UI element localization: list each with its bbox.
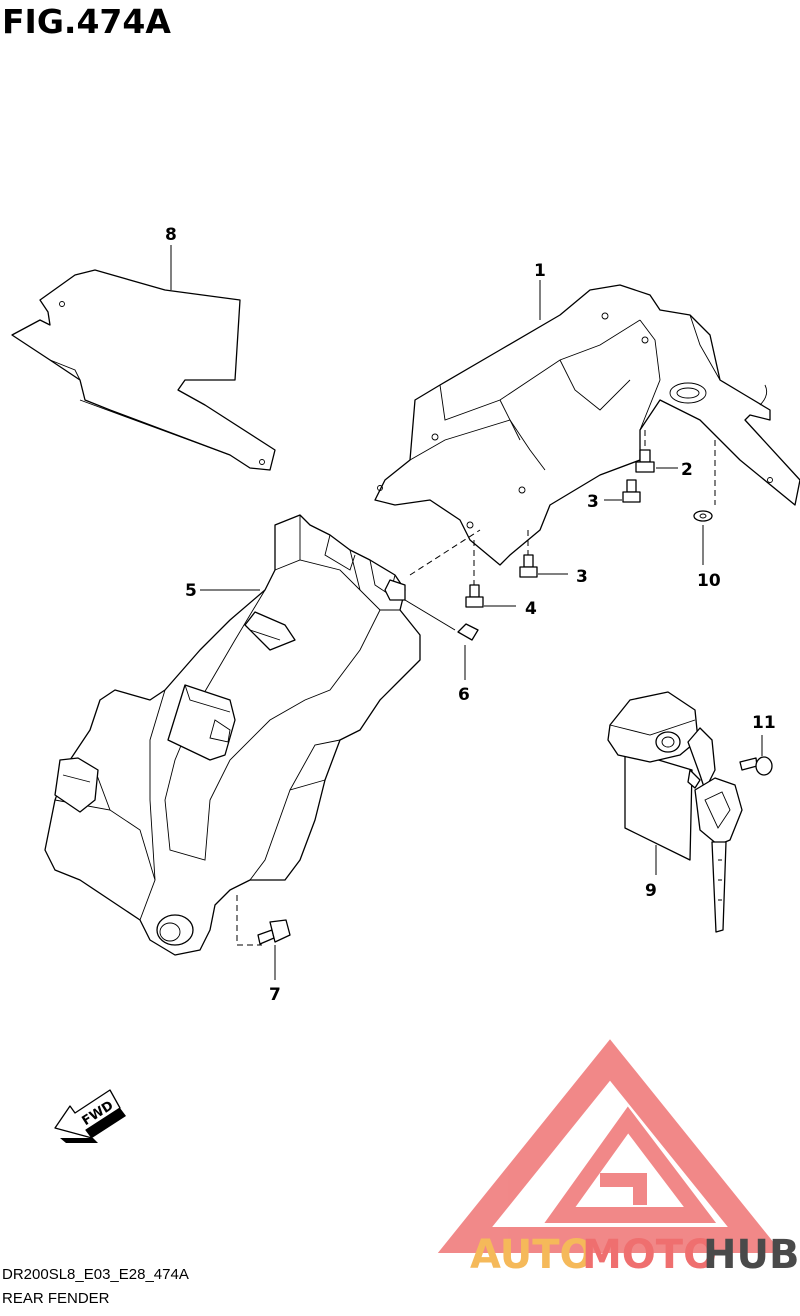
callout-8: 8: [165, 225, 177, 245]
watermark-wordmark: AUTO MOTO HUB: [470, 1232, 799, 1278]
part-1-fender-frame: [374, 280, 800, 566]
part-2-bolt: [635, 430, 678, 473]
key-icon: [687, 727, 743, 933]
callout-3-upper: 3: [587, 492, 599, 512]
figure-title: FIG.474A: [2, 2, 171, 41]
callout-5: 5: [185, 581, 197, 601]
watermark-auto: AUTO: [470, 1232, 594, 1278]
diagram-code: DR200SL8_E03_E28_474A: [2, 1266, 189, 1283]
part-11-screw: [739, 735, 773, 776]
part-5-inner-fender: [44, 514, 421, 956]
part-9-washer: [693, 440, 716, 565]
part-4-bolt: [465, 540, 516, 608]
part-7-bolt: [257, 919, 291, 980]
part-8-plate: [11, 245, 276, 471]
part-6-clip: [404, 529, 481, 680]
part-10-seat-lock: [607, 691, 699, 875]
callout-1: 1: [534, 261, 546, 281]
callout-11: 11: [752, 713, 776, 733]
callout-4: 4: [525, 599, 537, 619]
callout-6: 6: [458, 685, 470, 705]
part-3-bolt-upper: [604, 479, 641, 503]
callout-2: 2: [681, 460, 693, 480]
watermark-moto: MOTO: [582, 1232, 717, 1278]
watermark-hub: HUB: [703, 1232, 799, 1278]
watermark-logo-icon: [437, 1039, 783, 1253]
part-3-bolt-lower: [519, 530, 568, 578]
fwd-direction-icon: FWD: [54, 1089, 126, 1143]
callout-9: 10: [697, 571, 721, 591]
diagram-name: REAR FENDER: [2, 1290, 110, 1307]
callout-3-lower: 3: [576, 567, 588, 587]
callout-10: 9: [645, 881, 657, 901]
callout-7: 7: [269, 985, 281, 1005]
